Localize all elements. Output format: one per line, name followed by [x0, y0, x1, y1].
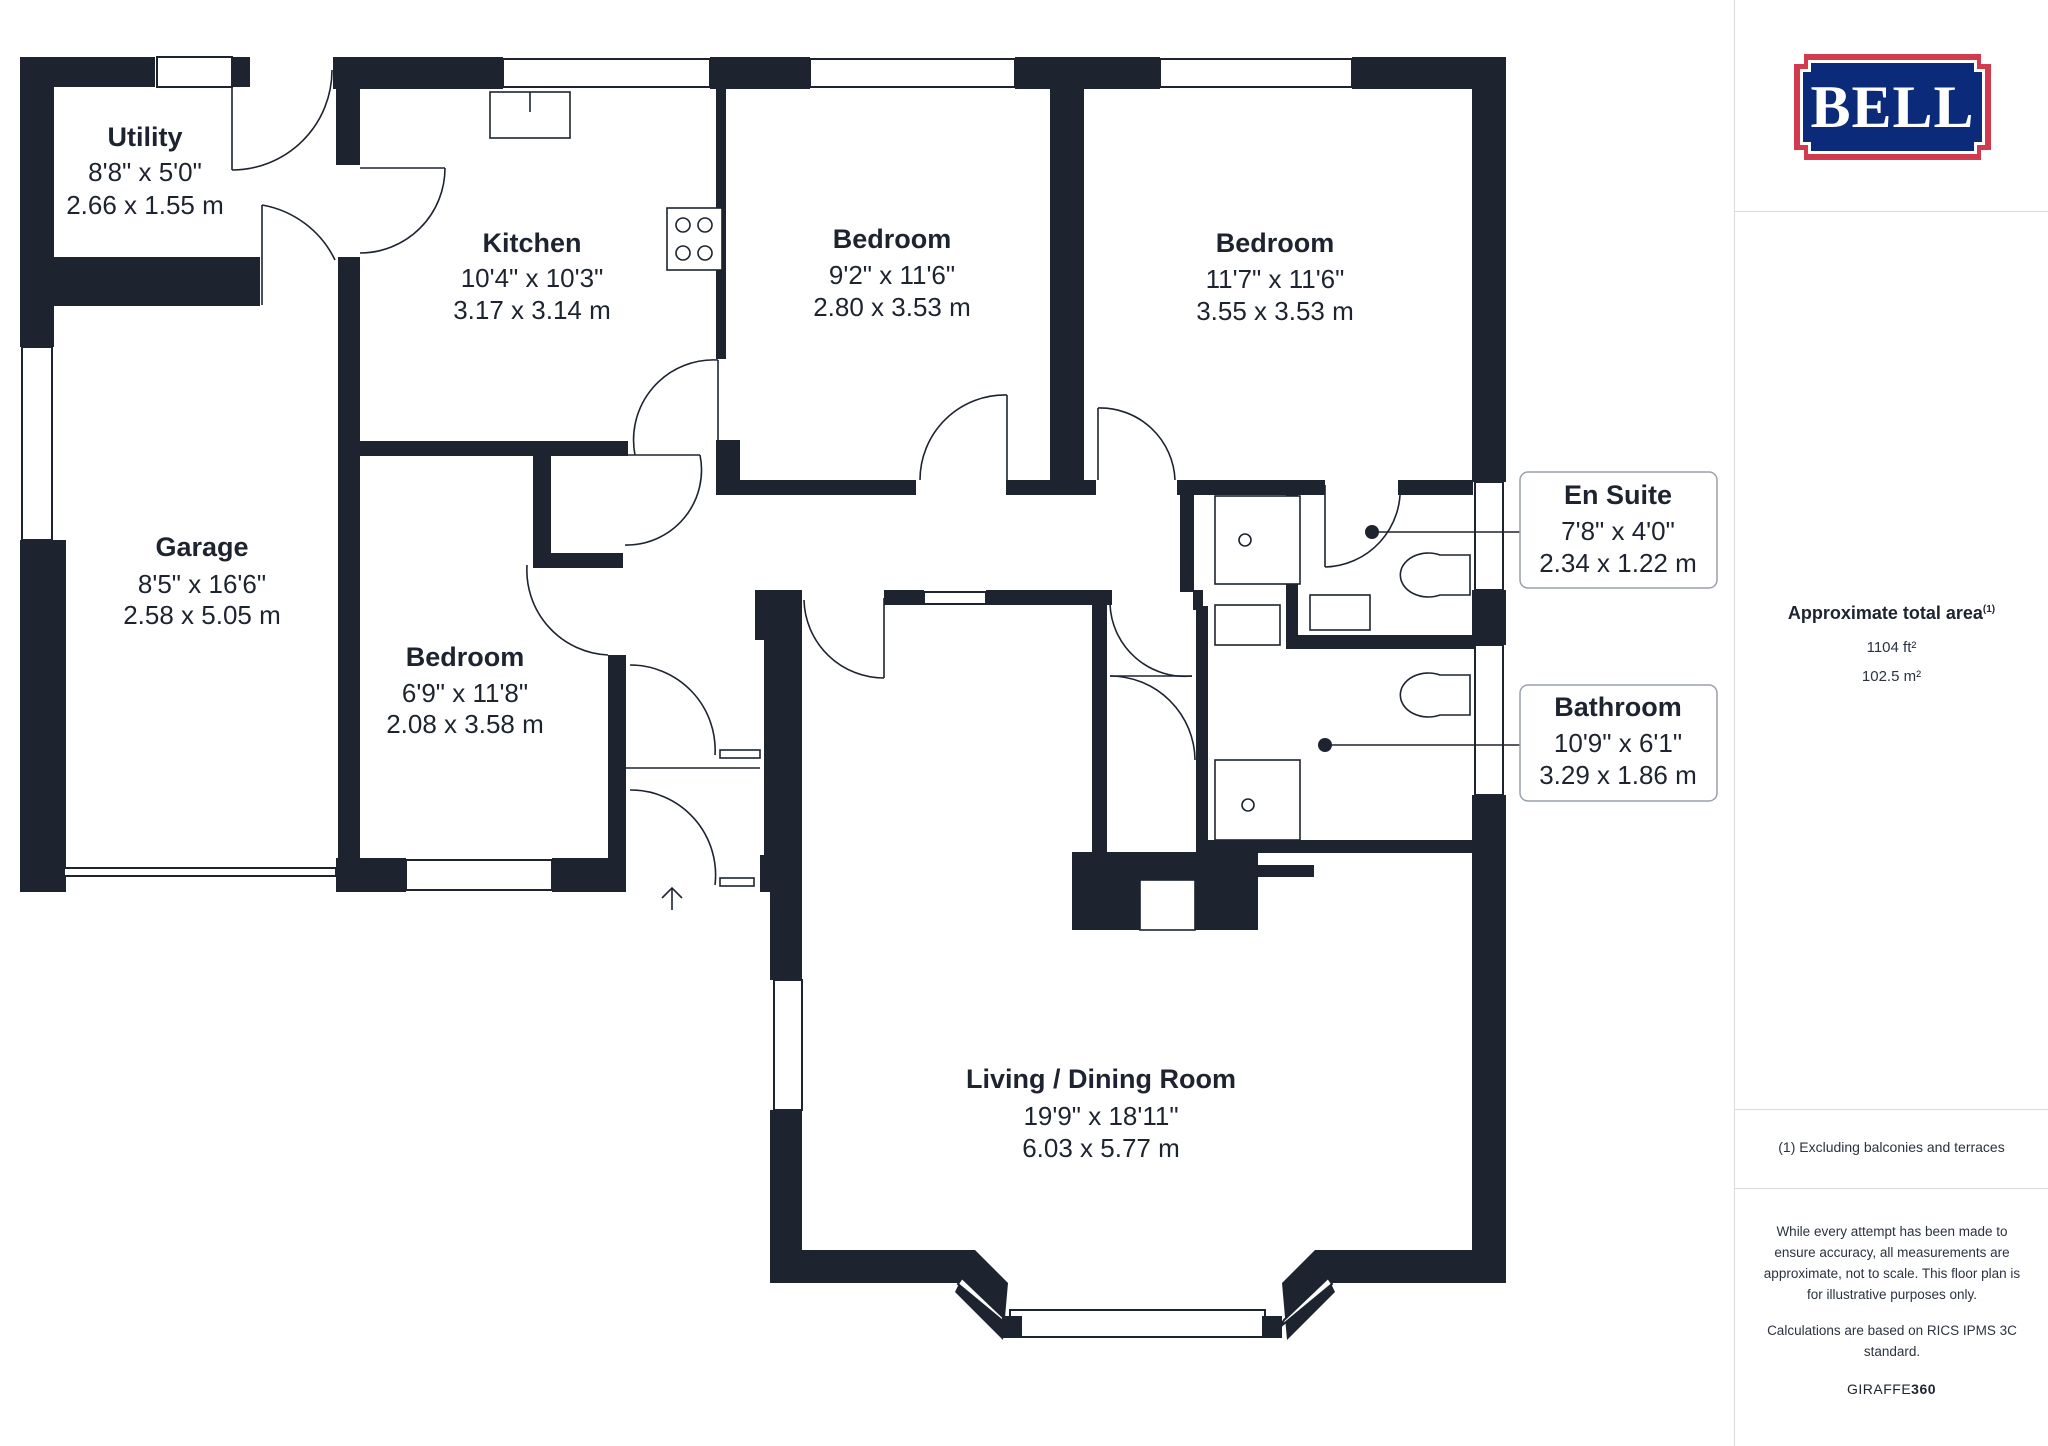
room-ensuite-metric: 2.34 x 1.22 m — [1539, 548, 1697, 578]
room-garage-metric: 2.58 x 5.05 m — [123, 600, 281, 630]
room-bathroom-name: Bathroom — [1554, 692, 1682, 722]
room-bedroom-1: Bedroom 9'2" x 11'6" 2.80 x 3.53 m — [813, 224, 971, 322]
info-panel: BELL Approximate total area(1) 1104 ft² … — [1734, 0, 2048, 1446]
room-utility-metric: 2.66 x 1.55 m — [66, 190, 224, 220]
total-area-metric: 102.5 m² — [1861, 668, 1922, 685]
room-living-dining-imperial: 19'9" x 18'11" — [1023, 1101, 1178, 1131]
room-garage: Garage 8'5" x 16'6" 2.58 x 5.05 m — [123, 532, 281, 630]
room-utility-name: Utility — [107, 122, 182, 152]
room-bedroom-1-name: Bedroom — [833, 224, 952, 254]
room-kitchen-name: Kitchen — [482, 228, 581, 258]
room-bedroom-1-imperial: 9'2" x 11'6" — [829, 260, 955, 290]
total-area-imperial: 1104 ft² — [1866, 639, 1917, 656]
brand-part2: 360 — [1911, 1381, 1937, 1397]
room-bedroom-3-metric: 2.08 x 3.58 m — [386, 709, 544, 739]
doors — [231, 69, 1401, 910]
total-area-title: Approximate total area(1) — [1735, 603, 2048, 624]
room-bathroom: Bathroom 10'9" x 6'1" 3.29 x 1.86 m — [1519, 684, 1718, 802]
floor-plan: Utility 8'8" x 5'0" 2.66 x 1.55 m Kitche… — [20, 56, 1718, 1340]
room-bedroom-3: Bedroom 6'9" x 11'8" 2.08 x 3.58 m — [386, 642, 544, 739]
bell-logo: BELL — [1790, 50, 1995, 164]
logo-badge-shape — [1794, 54, 1991, 160]
divider — [1735, 1109, 2048, 1110]
calculation-note: Calculations are based on RICS IPMS 3C s… — [1767, 1323, 2017, 1359]
room-bedroom-2-metric: 3.55 x 3.53 m — [1196, 296, 1354, 326]
total-area-title-text: Approximate total area — [1787, 603, 1983, 623]
brand-part1: GIRAFFE — [1846, 1381, 1912, 1397]
room-ensuite-imperial: 7'8" x 4'0" — [1561, 516, 1675, 546]
divider — [1735, 211, 2048, 212]
room-garage-imperial: 8'5" x 16'6" — [138, 569, 266, 599]
room-ensuite-name: En Suite — [1564, 480, 1672, 510]
room-utility: Utility 8'8" x 5'0" 2.66 x 1.55 m — [66, 122, 224, 220]
footnote: (1) Excluding balconies and terraces — [1778, 1139, 2005, 1155]
logo-text: BELL — [1810, 74, 1975, 140]
windows — [21, 56, 1504, 1340]
room-utility-imperial: 8'8" x 5'0" — [88, 157, 202, 187]
room-bedroom-3-imperial: 6'9" x 11'8" — [402, 678, 528, 708]
room-bedroom-2-imperial: 11'7" x 11'6" — [1206, 264, 1345, 294]
room-living-dining: Living / Dining Room 19'9" x 18'11" 6.03… — [966, 1064, 1236, 1163]
room-kitchen: Kitchen 10'4" x 10'3" 3.17 x 3.14 m — [453, 228, 611, 325]
total-area-note-marker: (1) — [1982, 604, 1996, 615]
room-garage-name: Garage — [155, 532, 248, 562]
room-bedroom-2: Bedroom 11'7" x 11'6" 3.55 x 3.53 m — [1196, 228, 1354, 326]
room-bathroom-metric: 3.29 x 1.86 m — [1539, 760, 1697, 790]
fixtures — [489, 91, 1520, 931]
room-bathroom-imperial: 10'9" x 6'1" — [1554, 728, 1682, 758]
divider — [1735, 1188, 2048, 1189]
disclaimer-text: While every attempt has been made to ens… — [1763, 1224, 2021, 1302]
room-bedroom-3-name: Bedroom — [406, 642, 525, 672]
room-bedroom-2-name: Bedroom — [1216, 228, 1335, 258]
giraffe360-brand: GIRAFFE360 — [1735, 1381, 2048, 1397]
room-ensuite: En Suite 7'8" x 4'0" 2.34 x 1.22 m — [1519, 471, 1718, 589]
room-kitchen-metric: 3.17 x 3.14 m — [453, 295, 611, 325]
room-kitchen-imperial: 10'4" x 10'3" — [461, 263, 604, 293]
room-bedroom-1-metric: 2.80 x 3.53 m — [813, 292, 971, 322]
room-living-dining-metric: 6.03 x 5.77 m — [1022, 1133, 1180, 1163]
room-living-dining-name: Living / Dining Room — [966, 1064, 1236, 1094]
